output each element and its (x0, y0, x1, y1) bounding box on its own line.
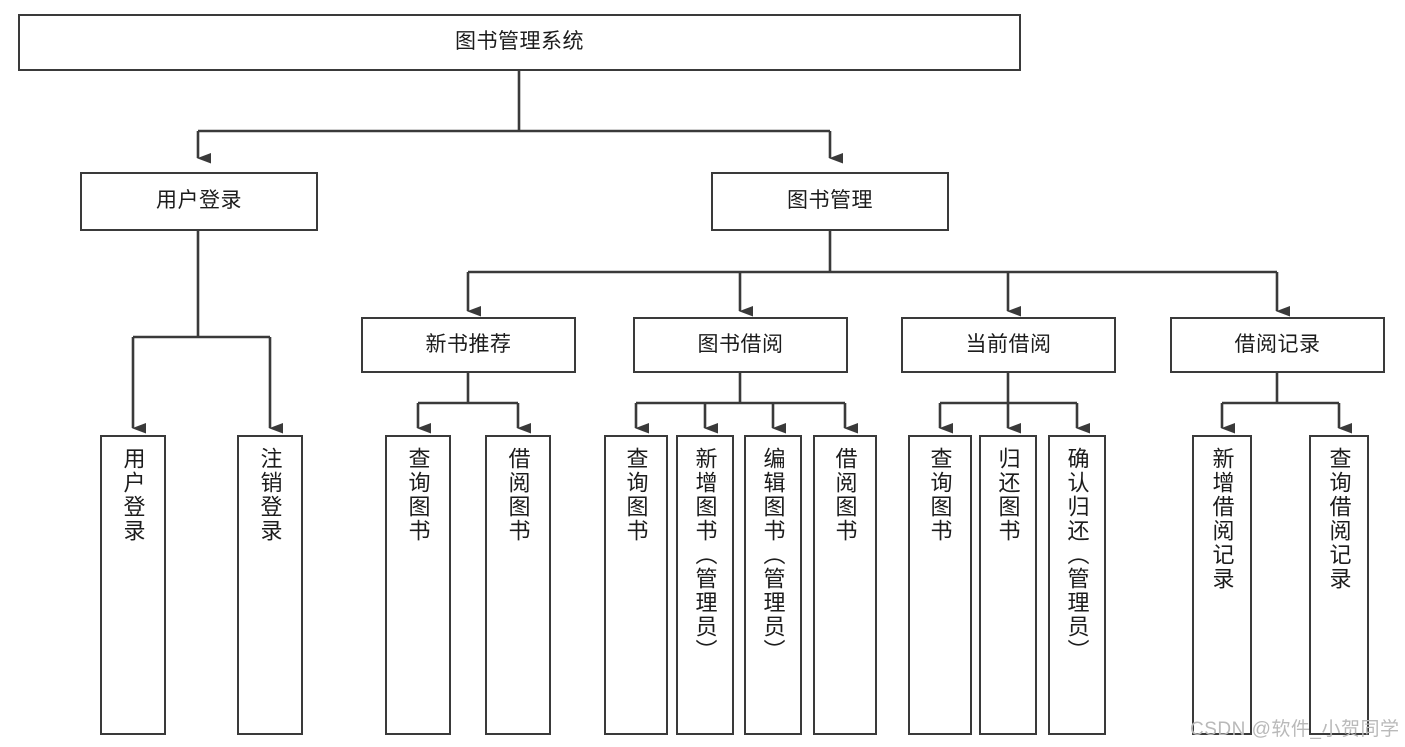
node-root-library-management-system[interactable]: 图书管理系统 (18, 14, 1021, 71)
leaf-current-borrow-confirm-return-admin[interactable]: 确认归还（管理员） (1048, 435, 1106, 735)
leaf-user-login-logout[interactable]: 注销登录 (237, 435, 303, 735)
leaf-user-login-logout-label: 注销登录 (257, 447, 283, 543)
node-borrow-record[interactable]: 借阅记录 (1170, 317, 1385, 373)
leaf-borrow-record-query-record-label: 查询借阅记录 (1326, 447, 1352, 591)
leaf-borrow-record-query-record[interactable]: 查询借阅记录 (1309, 435, 1369, 735)
leaf-book-borrow-query-book-label: 查询图书 (623, 447, 649, 543)
leaf-book-borrow-query-book[interactable]: 查询图书 (604, 435, 668, 735)
node-book-borrow-label: 图书借阅 (697, 332, 784, 356)
node-book-management[interactable]: 图书管理 (711, 172, 949, 231)
leaf-book-borrow-add-book-admin[interactable]: 新增图书（管理员） (676, 435, 734, 735)
leaf-new-book-borrow-book-label: 借阅图书 (505, 447, 531, 543)
leaf-borrow-record-add-record-label: 新增借阅记录 (1209, 447, 1235, 591)
node-user-login[interactable]: 用户登录 (80, 172, 318, 231)
leaf-current-borrow-return-book[interactable]: 归还图书 (979, 435, 1037, 735)
node-new-book-recommend-label: 新书推荐 (425, 332, 512, 356)
leaf-current-borrow-query-book-label: 查询图书 (927, 447, 953, 543)
leaf-borrow-record-add-record[interactable]: 新增借阅记录 (1192, 435, 1252, 735)
leaf-book-borrow-edit-book-admin[interactable]: 编辑图书（管理员） (744, 435, 802, 735)
node-book-borrow[interactable]: 图书借阅 (633, 317, 848, 373)
node-borrow-record-label: 借阅记录 (1234, 332, 1321, 356)
leaf-current-borrow-confirm-return-admin-label: 确认归还（管理员） (1064, 447, 1090, 663)
csdn-watermark: CSDN @软件_小贺同学 (1190, 719, 1400, 740)
node-book-management-label: 图书管理 (787, 189, 873, 213)
leaf-user-login-login[interactable]: 用户登录 (100, 435, 166, 735)
leaf-book-borrow-add-book-admin-label: 新增图书（管理员） (692, 447, 718, 663)
leaf-new-book-borrow-book[interactable]: 借阅图书 (485, 435, 551, 735)
leaf-current-borrow-return-book-label: 归还图书 (995, 447, 1021, 543)
leaf-book-borrow-edit-book-admin-label: 编辑图书（管理员） (760, 447, 786, 663)
node-user-login-label: 用户登录 (156, 189, 242, 213)
leaf-current-borrow-query-book[interactable]: 查询图书 (908, 435, 972, 735)
leaf-new-book-query-book[interactable]: 查询图书 (385, 435, 451, 735)
node-current-borrow-label: 当前借阅 (965, 332, 1052, 356)
leaf-new-book-query-book-label: 查询图书 (405, 447, 431, 543)
node-current-borrow[interactable]: 当前借阅 (901, 317, 1116, 373)
leaf-book-borrow-borrow-book-label: 借阅图书 (832, 447, 858, 543)
node-new-book-recommend[interactable]: 新书推荐 (361, 317, 576, 373)
node-root-label: 图书管理系统 (455, 30, 584, 54)
leaf-user-login-login-label: 用户登录 (120, 447, 146, 543)
leaf-book-borrow-borrow-book[interactable]: 借阅图书 (813, 435, 877, 735)
